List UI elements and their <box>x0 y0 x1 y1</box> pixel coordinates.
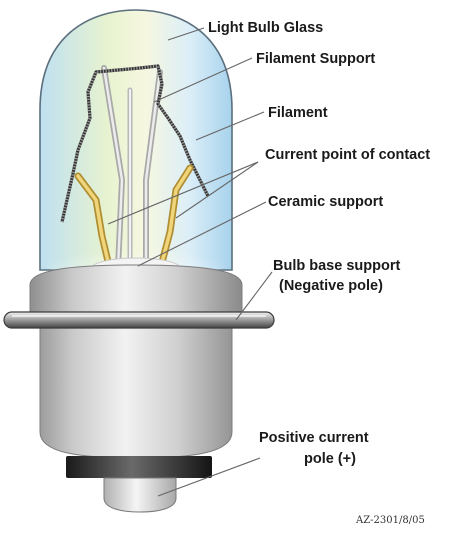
label-ceramic-support: Ceramic support <box>268 194 384 210</box>
positive-tip <box>103 477 177 513</box>
leader-contact-1 <box>107 161 259 225</box>
filament-supports <box>101 65 163 271</box>
label-negative-pole: (Negative pole) <box>279 278 383 294</box>
leader-base <box>235 271 273 321</box>
leader-ceramic <box>137 201 267 267</box>
label-bulb-base-support: Bulb base support <box>273 258 401 274</box>
label-filament-support: Filament Support <box>256 51 376 67</box>
filament <box>60 64 210 223</box>
label-positive-current: Positive current <box>259 430 369 446</box>
credit-code: AZ-2301/8/05 <box>356 515 425 526</box>
leader-filament <box>195 111 265 141</box>
current-contacts <box>74 164 194 274</box>
leader-contact-2 <box>175 161 259 219</box>
bulb-base <box>29 264 243 459</box>
leader-glass <box>167 27 205 41</box>
label-filament: Filament <box>268 105 328 121</box>
insulator-band <box>66 456 212 478</box>
label-light-bulb-glass: Light Bulb Glass <box>208 20 324 36</box>
label-current-point-of-contact: Current point of contact <box>265 147 431 163</box>
leader-positive <box>157 457 261 497</box>
label-positive-pole: pole (+) <box>304 451 356 467</box>
leader-filament-support <box>153 57 253 103</box>
leader-lines <box>107 27 273 497</box>
base-ring <box>3 311 275 329</box>
bulb-glass <box>39 9 233 271</box>
